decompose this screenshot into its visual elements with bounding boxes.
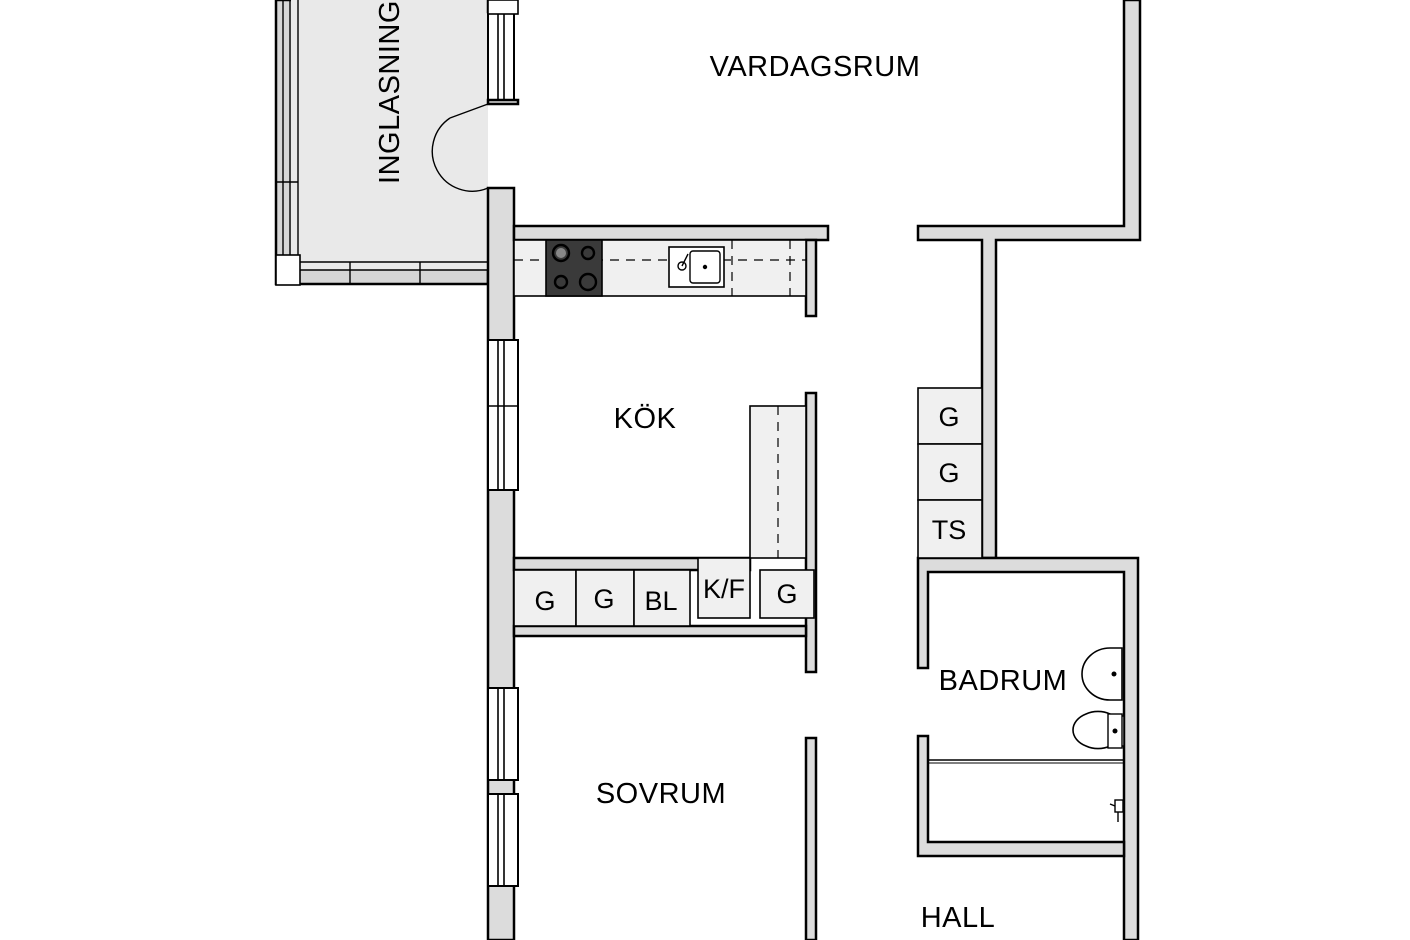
closet-label-ts: TS <box>932 515 967 545</box>
kitchen-counter <box>513 239 807 297</box>
shower-icon <box>928 759 1124 822</box>
hall-closets <box>917 387 983 559</box>
closet-label-g2: G <box>938 458 959 488</box>
washbasin-icon <box>1081 647 1123 701</box>
kitchen-island-unit <box>749 405 807 559</box>
unit-label-g1: G <box>534 586 555 616</box>
walls <box>486 0 1142 940</box>
unit-label-g2: G <box>593 584 614 614</box>
stove-icon <box>545 239 603 297</box>
unit-label-bl: BL <box>644 586 677 616</box>
room-label-vardagsrum: VARDAGSRUM <box>710 51 921 83</box>
sink-icon <box>668 246 725 288</box>
room-label-inglasning: INGLASNING <box>374 0 406 184</box>
room-label-hall: HALL <box>921 902 996 934</box>
bathroom-fixtures <box>928 647 1125 822</box>
balcony-door <box>431 103 489 192</box>
toilet-icon <box>1072 710 1125 750</box>
unit-label-kf: K/F <box>703 574 745 604</box>
unit-label-g3: G <box>776 579 797 609</box>
windows <box>486 0 520 887</box>
room-label-badrum: BADRUM <box>939 665 1068 697</box>
closet-label-g1: G <box>938 402 959 432</box>
kitchen-lower-units <box>513 557 815 627</box>
room-label-kok: KÖK <box>614 403 677 435</box>
room-label-sovrum: SOVRUM <box>596 778 726 810</box>
glazed-balcony <box>274 0 490 286</box>
